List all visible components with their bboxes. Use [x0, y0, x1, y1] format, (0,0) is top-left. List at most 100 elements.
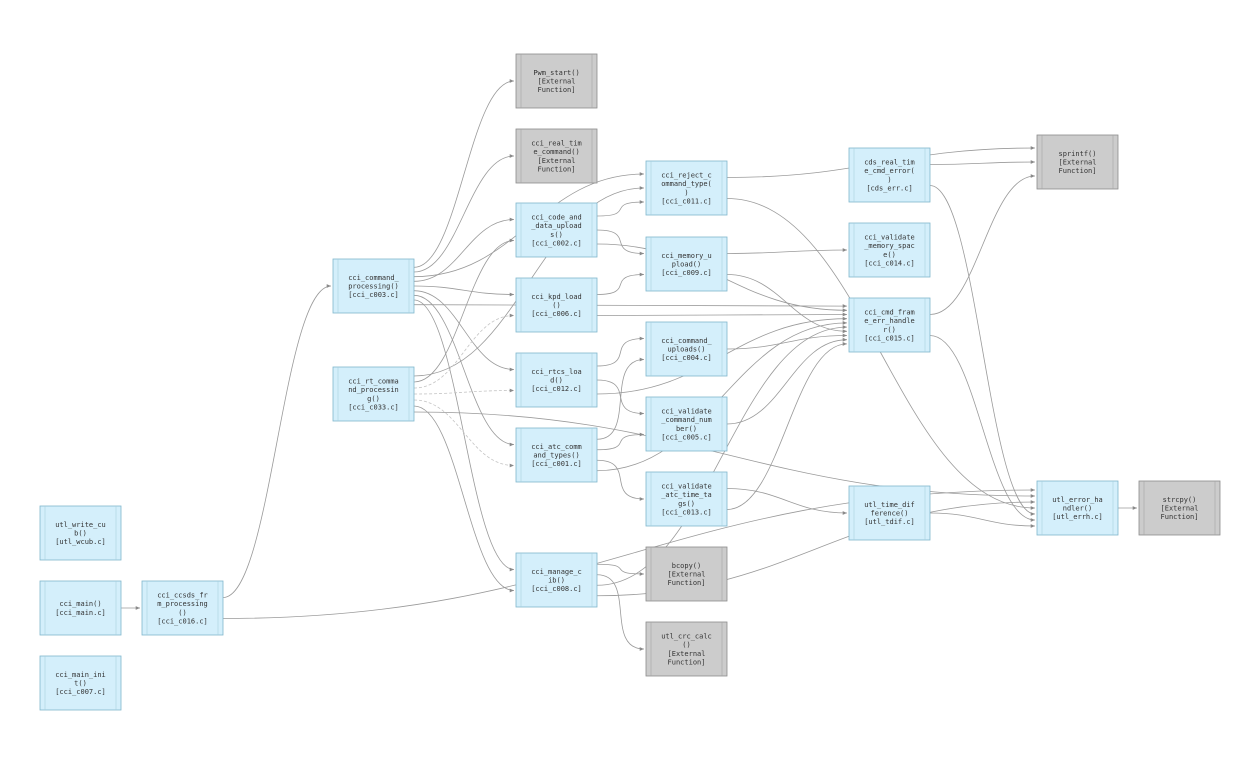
node-cci_main[interactable]: cci_main()[cci_main.c]: [39, 580, 122, 636]
edge-cci_manage_cib-to-utl_crc_calc: [596, 574, 645, 651]
node-label-line: [cci_c006.c]: [531, 310, 582, 318]
node-label-line: Function]: [1059, 167, 1097, 175]
node-label-line: cci_reject_c: [661, 172, 712, 180]
node-label-line: strcpy(): [1163, 496, 1197, 504]
edge-cci_rt_command-to-cci_manage_cib: [413, 405, 515, 593]
node-label-line: ommand_type(: [661, 180, 712, 188]
node-label-line: gs(): [678, 500, 695, 508]
node-label-line: [cci_main.c]: [55, 609, 106, 617]
node-label-line: e_command(): [533, 148, 579, 156]
edge-cci_rt_command-to-cci_code_and: [413, 238, 515, 383]
node-box: [645, 396, 728, 452]
edge-cds_real_time-to-utl_error_handler: [929, 185, 1036, 516]
node-label-line: Function]: [668, 579, 706, 587]
edge-cci_rt_command-to-cci_kpd_load: [413, 313, 515, 389]
edge-cds_real_time-to-sprintf: [929, 160, 1036, 165]
node-label-line: (): [682, 641, 690, 649]
node-cci_manage_cib[interactable]: cci_manage_cib()[cci_c008.c]: [515, 552, 598, 608]
node-cci_memory_upload[interactable]: cci_memory_upload()[cci_c009.c]: [645, 236, 728, 292]
node-label-line: uploads(): [668, 346, 706, 354]
node-cci_rt_command[interactable]: cci_rt_command_processing()[cci_c033.c]: [332, 366, 415, 422]
node-cci_real_time[interactable]: cci_real_time_command()[ExternalFunction…: [515, 128, 598, 184]
node-box: [848, 222, 931, 278]
nodes-layer: utl_write_cub()[utl_wcub.c] cci_main()[cc…: [39, 53, 1221, 711]
node-label-line: [cci_c008.c]: [531, 585, 582, 593]
node-label-line: cci_validate: [661, 483, 712, 491]
node-cci_validate_command[interactable]: cci_validate_command_number()[cci_c005.c…: [645, 396, 728, 452]
node-utl_write_cub[interactable]: utl_write_cub()[utl_wcub.c]: [39, 505, 122, 561]
node-label-line: ): [684, 189, 688, 197]
edge-cci_command_processing-to-cci_cmd_frame: [413, 304, 848, 309]
node-label-line: [cci_c004.c]: [661, 354, 712, 362]
node-box: [515, 53, 598, 109]
edge-cci_cmd_frame-to-utl_error_handler: [929, 335, 1036, 522]
node-box: [515, 277, 598, 333]
node-cci_atc_command[interactable]: cci_atc_command_types()[cci_c001.c]: [515, 427, 598, 483]
edge-cci_validate_atc-to-cci_cmd_frame: [726, 341, 848, 510]
node-label-line: (): [552, 302, 560, 310]
node-box: [1138, 480, 1221, 536]
edge-cci_command_processing-to-cci_real_time: [413, 154, 515, 273]
edge-cci_kpd_load-to-cci_memory_upload: [596, 272, 645, 295]
edge-cci_command_processing-to-cci_manage_cib: [413, 299, 515, 572]
edge-cci_code_and-to-cci_reject: [596, 200, 645, 217]
node-cci_kpd_load[interactable]: cci_kpd_load()[cci_c006.c]: [515, 277, 598, 333]
node-cci_ccsds[interactable]: cci_ccsds_frm_processing()[cci_c016.c]: [141, 580, 224, 636]
node-label-line: [cds_err.c]: [866, 184, 912, 192]
node-cci_rtcs_load[interactable]: cci_rtcs_load()[cci_c012.c]: [515, 352, 598, 408]
node-label-line: Pwm_start(): [533, 69, 579, 77]
edge-cci_atc_command-to-cci_validate_atc: [596, 459, 645, 501]
node-label-line: [utl_errh.c]: [1052, 513, 1103, 521]
node-box: [515, 352, 598, 408]
node-label-line: nd_processin: [348, 386, 399, 394]
node-cci_reject[interactable]: cci_reject_command_type()[cci_c011.c]: [645, 160, 728, 216]
node-label-line: utl_time_dif: [864, 501, 915, 509]
edge-cci_kpd_load-to-cci_cmd_frame: [596, 312, 848, 317]
node-label-line: cci_manage_c: [531, 568, 582, 576]
node-box: [39, 505, 122, 561]
node-label-line: [External: [668, 571, 706, 579]
edge-cci_validate_atc-to-utl_time_diff: [726, 488, 848, 515]
node-label-line: cci_command_: [348, 274, 399, 282]
edge-cci_reject-to-utl_error_handler: [726, 198, 1036, 510]
edge-utl_time_diff-to-utl_error_handler: [929, 512, 1036, 528]
node-label-line: utl_write_cu: [55, 521, 106, 529]
node-cci_command_uploads[interactable]: cci_command_uploads()[cci_c004.c]: [645, 321, 728, 377]
node-label-line: e_err_handle: [864, 317, 915, 325]
node-label-line: cci_main_ini: [55, 671, 106, 679]
node-label-line: e(): [883, 251, 896, 259]
node-label-line: [External: [538, 157, 576, 165]
node-label-line: [cci_c002.c]: [531, 239, 582, 247]
node-label-line: cds_real_tim: [864, 159, 915, 167]
node-box: [141, 580, 224, 636]
node-cci_code_and[interactable]: cci_code_and_data_uploads()[cci_c002.c]: [515, 202, 598, 258]
node-box: [515, 202, 598, 258]
edge-cci_code_and-to-cci_memory_upload: [596, 229, 645, 256]
node-label-line: Function]: [1161, 513, 1199, 521]
node-cds_real_time[interactable]: cds_real_time_cmd_error()[cds_err.c]: [848, 147, 931, 203]
edge-cci_rt_command-to-cci_rtcs_load: [413, 388, 515, 395]
node-label-line: Function]: [538, 86, 576, 94]
node-box: [1036, 134, 1119, 190]
node-label-line: (): [178, 609, 186, 617]
node-label-line: cci_real_tim: [531, 140, 582, 148]
node-label-line: [cci_c013.c]: [661, 508, 712, 516]
edge-cci_atc_command-to-cci_validate_command: [596, 432, 645, 451]
edge-cci_atc_command-to-cci_command_uploads: [596, 357, 645, 440]
edges-layer: [120, 79, 1137, 651]
node-label-line: [cci_c033.c]: [348, 403, 399, 411]
node-label-line: cci_ccsds_fr: [157, 592, 208, 600]
edge-cci_memory_upload-to-cci_validate_memory: [726, 248, 848, 254]
node-cci_command_processing[interactable]: cci_command_processing()[cci_c003.c]: [332, 258, 415, 314]
